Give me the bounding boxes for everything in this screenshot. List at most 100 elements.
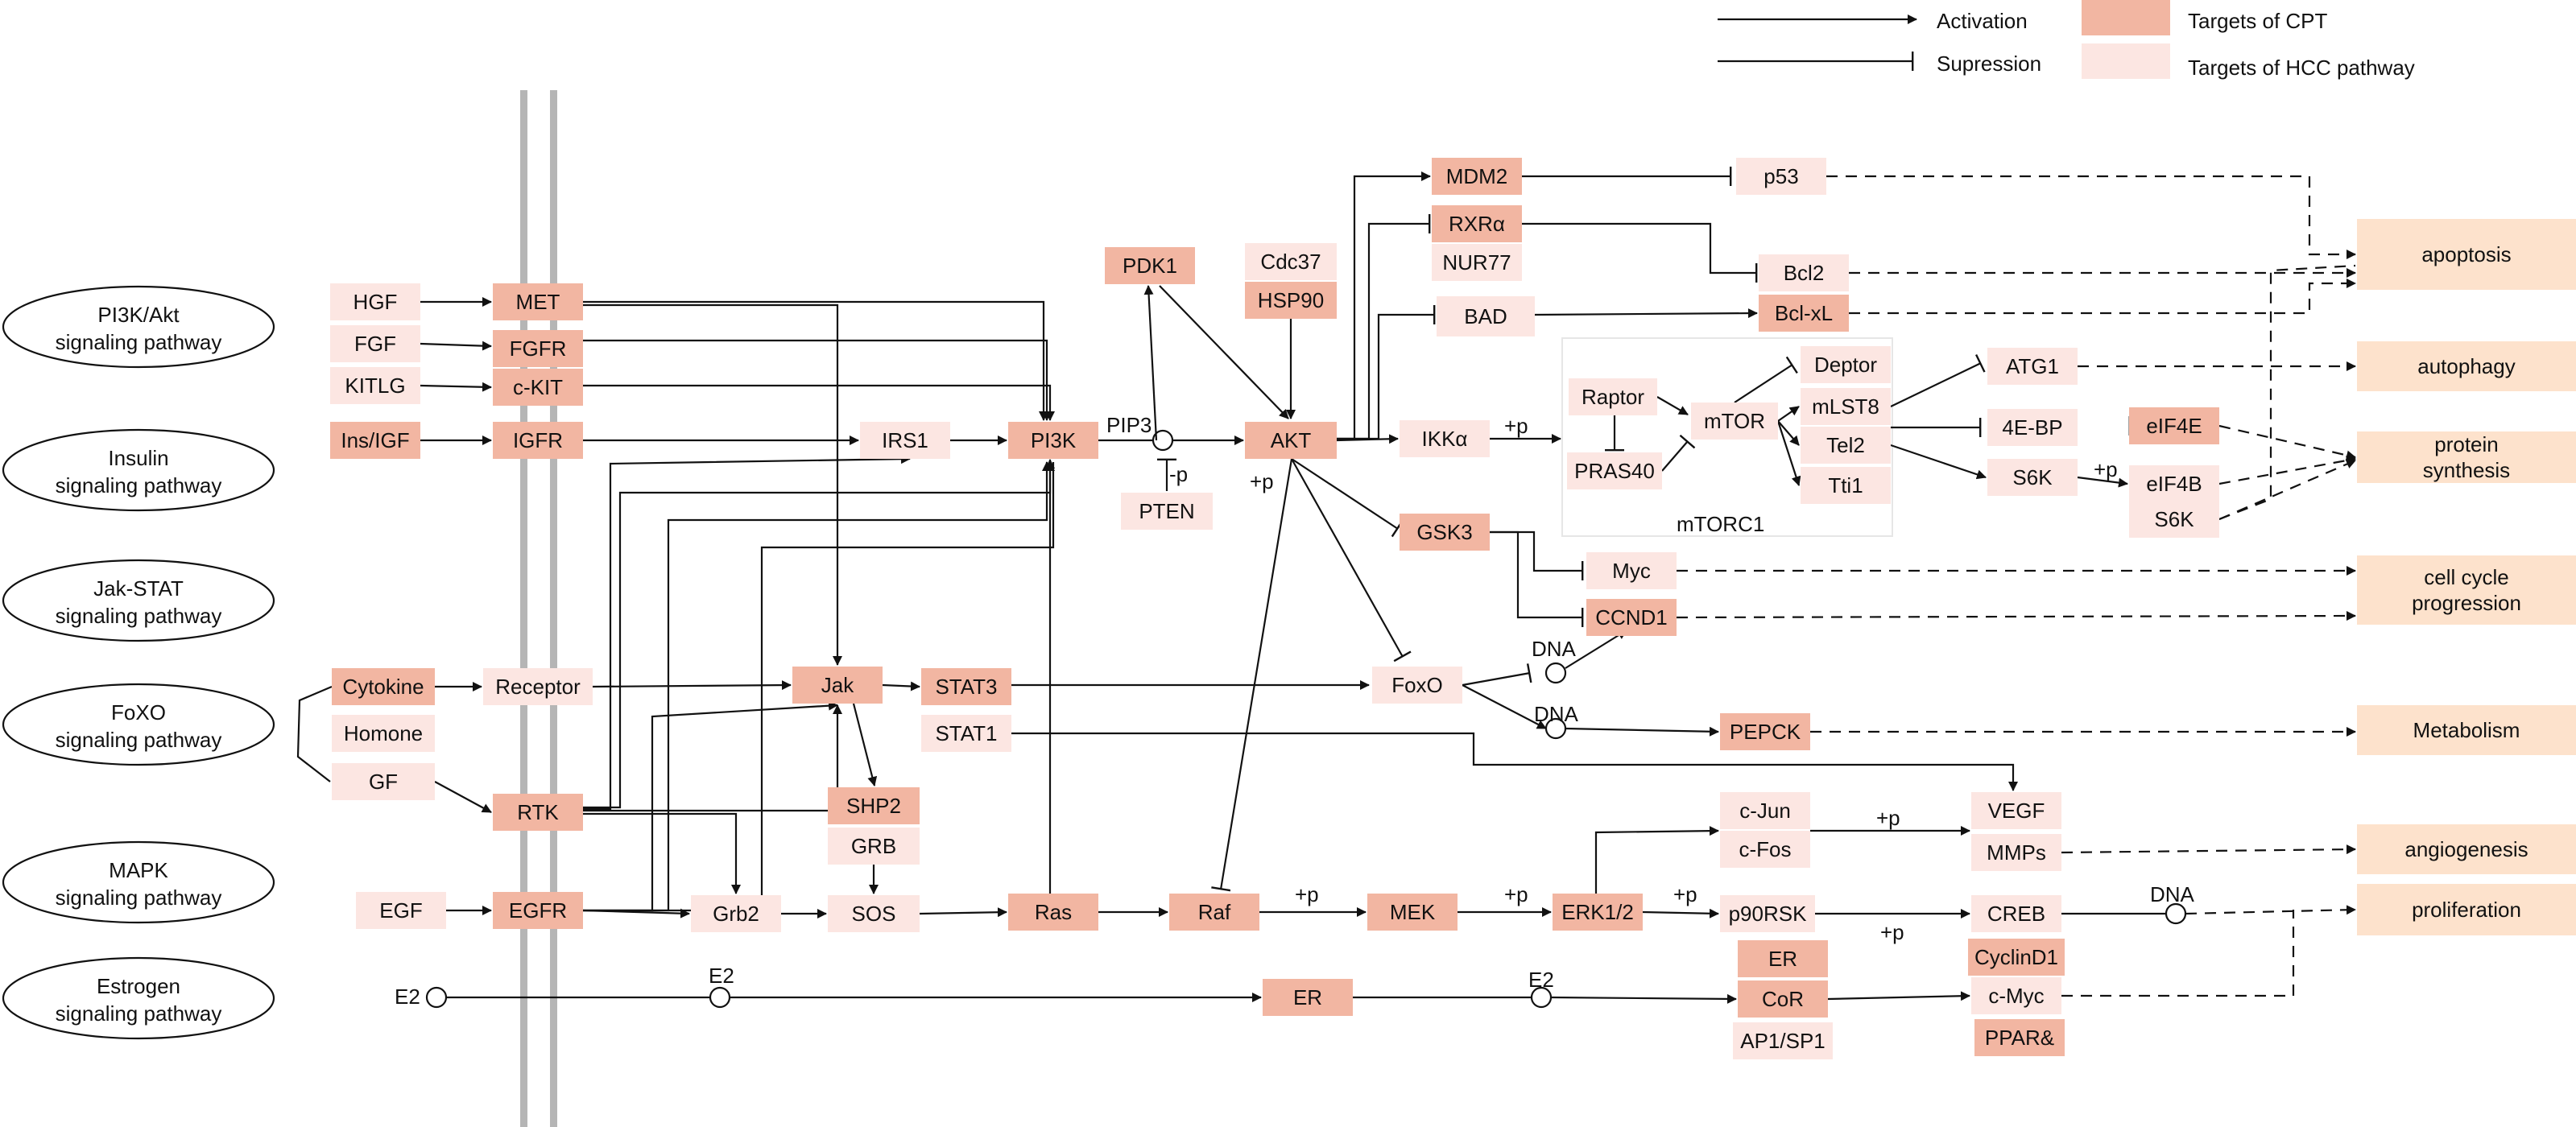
outcome-angiogenesis: angiogenesis	[2357, 824, 2576, 874]
node-label: S6K	[2012, 465, 2053, 489]
node-box	[1759, 254, 1849, 291]
node-jak: Jak	[792, 667, 883, 704]
node-deptor: Deptor	[1801, 346, 1891, 383]
outcome-box	[2357, 555, 2576, 625]
node-box	[332, 668, 435, 705]
node-box	[1008, 894, 1098, 931]
node-s6k1: S6K	[1987, 459, 2078, 496]
node-label: PEPCK	[1730, 720, 1801, 744]
node-box	[691, 895, 781, 932]
node-ppar: PPAR&	[1974, 1019, 2065, 1056]
node-box	[330, 422, 420, 459]
node-box	[921, 715, 1011, 752]
edge	[882, 681, 920, 691]
node-shp2: SHP2	[828, 787, 920, 824]
node-rtk: RTK	[493, 794, 583, 831]
edge	[1676, 611, 2356, 621]
node-mmps: MMPs	[1971, 834, 2061, 871]
pathway-label: Insulin	[108, 446, 168, 470]
e2-node-start	[425, 986, 448, 1009]
edge	[1594, 826, 1719, 894]
node-egfr: EGFR	[493, 892, 583, 929]
node-label: mLST8	[1812, 394, 1879, 419]
node-label: RXRα	[1449, 212, 1505, 236]
node-label: S6K	[2154, 507, 2194, 531]
outcome-label: Metabolism	[2413, 718, 2520, 742]
node-label: Ras	[1035, 900, 1072, 924]
node-raptor: Raptor	[1569, 378, 1657, 415]
minus-p-label: -p	[1169, 462, 1188, 486]
outcome-box	[2357, 884, 2576, 935]
node-box	[330, 283, 420, 320]
node-label: Raf	[1198, 900, 1231, 924]
node-label: EGFR	[509, 898, 567, 923]
node-box	[356, 892, 446, 929]
node-pten: PTEN	[1121, 493, 1213, 530]
outcome-label: cell cycle	[2424, 565, 2508, 589]
node-box	[1400, 420, 1490, 457]
cytokine-gf-loop	[296, 685, 333, 782]
node-label: IRS1	[882, 428, 928, 452]
node-hsp90: HSP90	[1245, 282, 1337, 319]
node-atg1: ATG1	[1987, 348, 2078, 385]
node-ckit: c-KIT	[493, 369, 583, 406]
node-label: eIF4B	[2146, 472, 2202, 496]
node-label: FGFR	[510, 336, 567, 361]
node-homone: Homone	[332, 715, 435, 752]
node-label: p53	[1764, 164, 1798, 188]
edge	[919, 907, 1007, 918]
node-label: Tel2	[1826, 433, 1865, 457]
node-ikka: IKKα	[1400, 420, 1490, 457]
node-label: Grb2	[713, 902, 759, 926]
node-box	[1801, 388, 1891, 425]
node-label: GSK3	[1416, 520, 1472, 544]
node-label: Cdc37	[1260, 250, 1321, 274]
s6k-to-apoptosis	[2218, 264, 2356, 521]
edge	[1159, 285, 1289, 419]
node-box	[1971, 895, 2061, 932]
node-box	[493, 283, 583, 320]
node-box	[1974, 1019, 2065, 1056]
node-box	[1245, 243, 1337, 280]
node-box	[493, 369, 583, 406]
node-label: c-KIT	[513, 375, 563, 399]
node-met: MET	[493, 283, 583, 320]
node-box	[1432, 158, 1522, 195]
plus-p-akt-label: +p	[1250, 469, 1274, 493]
e2-label-start: E2	[395, 985, 420, 1009]
node-label: IGFR	[513, 428, 563, 452]
pathway-ellipse	[2, 956, 275, 1040]
edges	[296, 167, 2356, 1009]
edge	[1291, 458, 1404, 538]
node-label: VEGF	[1988, 799, 2045, 823]
node-myc: Myc	[1586, 552, 1677, 589]
node-box	[2129, 465, 2219, 502]
node-kitlg: KITLG	[330, 367, 420, 404]
edge	[583, 700, 838, 912]
node-er1: ER	[1263, 979, 1353, 1016]
pathway-label: Jak-STAT	[93, 576, 184, 601]
node-label: MMPs	[1987, 840, 2046, 865]
pathway-label: PI3K/Akt	[97, 303, 180, 327]
edge	[1490, 530, 1584, 627]
node-box	[1801, 346, 1891, 383]
outcome-box	[2357, 431, 2576, 483]
node-tti1: Tti1	[1801, 467, 1891, 504]
edge	[1337, 171, 1431, 440]
edge	[1143, 285, 1158, 441]
legend-hcc-swatch	[2082, 43, 2170, 79]
node-label: AKT	[1271, 428, 1312, 452]
node-rxra: RXRα	[1432, 205, 1522, 242]
edge	[1656, 396, 1689, 415]
outcome-label: protein	[2434, 432, 2499, 456]
edge	[1211, 458, 1293, 892]
node-box	[1400, 514, 1490, 551]
pathway-label: MAPK	[109, 858, 168, 882]
plus-p-erk-label: +p	[1673, 882, 1697, 906]
plus-p-ikk-label: +p	[1504, 414, 1528, 438]
node-box	[332, 763, 435, 800]
node-raf: Raf	[1169, 894, 1259, 931]
